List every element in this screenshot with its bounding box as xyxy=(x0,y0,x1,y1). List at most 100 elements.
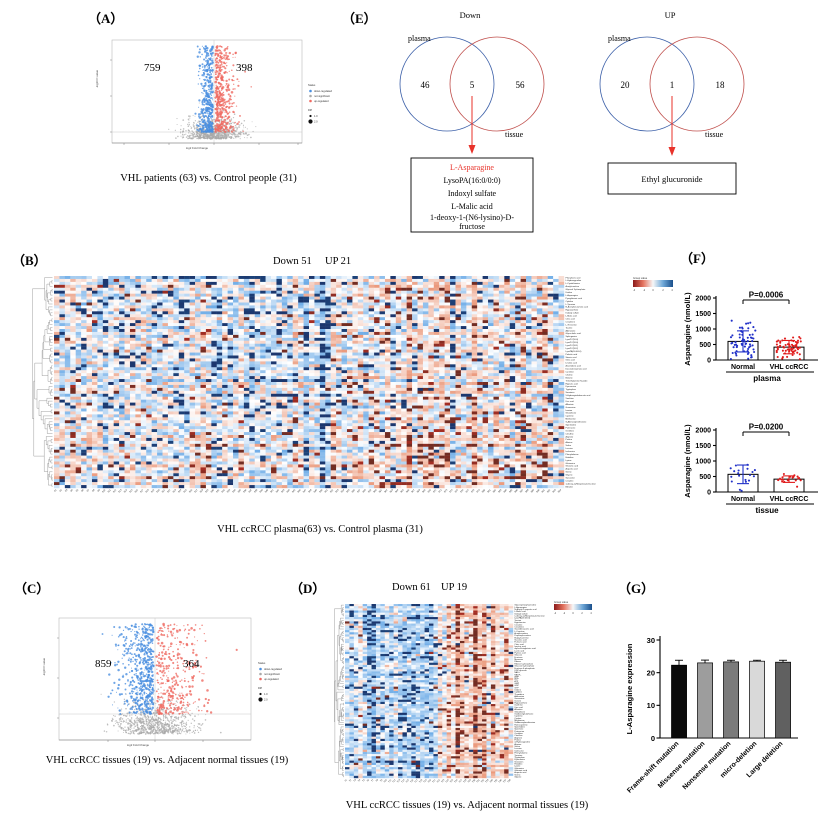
legend-a-size-1: 2.0 xyxy=(314,120,318,124)
panel-b-colorbar: Group value -4 -2 0 2 4 xyxy=(632,276,676,298)
panel-c-down-count: 859 xyxy=(95,658,112,670)
panel-c-ylabel: -log10 P-value xyxy=(42,657,46,676)
venn-down-label-plasma: plasma xyxy=(408,34,431,43)
legend-a-size-0: 1.0 xyxy=(314,114,318,118)
venn-down-item-0: L-Asparagine xyxy=(450,163,494,172)
heatmap-d-row-labels: GlycerophosphocholineL-AsparagineN-Acety… xyxy=(514,604,545,779)
volcano-a-svg xyxy=(110,39,303,145)
panel-e-letter: （E） xyxy=(342,11,377,26)
legend-c-status-1: not significant xyxy=(264,672,280,676)
panel-d-caption: VHL ccRCC tissues (19) vs. Adjacent norm… xyxy=(345,800,589,811)
venn-up-label-plasma: plasma xyxy=(608,34,631,43)
panel-b-header-up: UP 21 xyxy=(325,256,352,267)
panel-d-header-up: UP 19 xyxy=(441,582,468,593)
panel-c-volcano-plot: 859 364 log2 Fold Change -log10 P-value xyxy=(42,617,255,748)
venn-down-item-3: L-Malic acid xyxy=(451,202,493,211)
venn-down-result-box xyxy=(410,157,534,233)
panel-c-xlabel: log2 Fold Change xyxy=(127,743,150,747)
venn-down-label-tissue: tissue xyxy=(505,130,524,139)
panel-a-legend: Status down-regulated not significant up… xyxy=(308,82,350,140)
legend-c-size-title: Diff xyxy=(258,686,262,690)
venn-down-item-2: Indoxyl sulfate xyxy=(448,189,497,198)
volcano-a-points xyxy=(168,45,257,140)
venn-down-title: Down xyxy=(460,10,482,20)
panel-g-letter: （G） xyxy=(618,581,655,596)
venn-down-item-4a: 1-deoxy-1-(N6-lysino)-D- xyxy=(430,213,514,222)
legend-a-dot-down xyxy=(309,89,312,93)
venn-up-item-0: Ethyl glucuronide xyxy=(641,174,702,184)
panel-b-letter: （B） xyxy=(12,253,47,268)
heatmap-d-cells xyxy=(345,604,514,779)
colorbar-b-title: Group value xyxy=(633,276,648,280)
panel-d-header-down: Down 61 xyxy=(392,582,431,593)
panel-a-up-count: 398 xyxy=(236,62,253,74)
legend-a-svg: Status down-regulated not significant up… xyxy=(308,83,332,124)
venn-up-svg: UP plasma tissue 20 1 18 Ethyl glucuroni… xyxy=(599,10,745,195)
volcano-c-points xyxy=(100,622,238,735)
panel-e-venn-down: Down plasma tissue 46 5 56 L-Asparagine … xyxy=(375,8,565,238)
panel-c-up-count: 364 xyxy=(183,658,200,670)
venn-up-right-count: 18 xyxy=(716,80,726,90)
venn-down-intersection-count: 5 xyxy=(470,80,475,90)
legend-c-size-dot-large xyxy=(258,697,263,702)
legend-a-status-2: up-regulated xyxy=(314,99,329,103)
venn-down-circle-tissue xyxy=(449,36,545,132)
colorbar-b-gradient xyxy=(633,280,673,287)
colorbar-d-title: Group value xyxy=(554,600,569,604)
heatmap-b-cells xyxy=(54,276,565,489)
legend-a-dot-up xyxy=(309,99,312,103)
legend-c-svg: Status down-regulated not significant up… xyxy=(258,661,282,702)
panel-a-caption: VHL patients (63) vs. Control people (31… xyxy=(120,173,297,184)
heatmap-d-svg: GlycerophosphocholineL-AsparagineN-Acety… xyxy=(334,604,545,784)
panel-a-ylabel: -log10 P-value xyxy=(95,69,99,88)
venn-down-item-1: LysoPA(16:0/0:0) xyxy=(443,176,500,185)
legend-c-dot-ns xyxy=(259,672,262,676)
venn-down-item-4b: fructose xyxy=(459,222,485,231)
legend-c-status-2: up-regulated xyxy=(264,677,279,681)
panel-e-venn-up: UP plasma tissue 20 1 18 Ethyl glucuroni… xyxy=(575,8,765,208)
legend-a-size-dot-large xyxy=(308,119,313,124)
panel-b-header-down: Down 51 xyxy=(273,256,312,267)
legend-c-dot-up xyxy=(259,677,262,681)
venn-up-left-count: 20 xyxy=(621,80,631,90)
legend-c-dot-down xyxy=(259,667,262,671)
venn-up-circle-tissue xyxy=(649,36,745,132)
colorbar-d-svg: Group value -4 -2 0 2 4 xyxy=(554,600,592,615)
legend-c-status-0: down-regulated xyxy=(264,667,282,671)
heatmap-b-dendrogram xyxy=(32,277,53,487)
heatmap-d-dendrogram xyxy=(334,604,344,778)
venn-down-svg: Down plasma tissue 46 5 56 L-Asparagine … xyxy=(399,10,545,233)
legend-a-dot-ns xyxy=(309,94,312,98)
panel-a-down-count: 759 xyxy=(144,62,161,74)
legend-a-status-0: down-regulated xyxy=(314,89,332,93)
venn-up-result-box xyxy=(607,162,737,195)
volcano-a-axis-ticks xyxy=(110,59,302,145)
panel-a-volcano-plot: 759 398 log2 Fold Change -log10 P-value xyxy=(95,39,306,150)
panel-d-letter: （D） xyxy=(290,581,326,596)
panel-b-caption: VHL ccRCC plasma(63) vs. Control plasma … xyxy=(217,524,423,535)
colorbar-d-gradient xyxy=(554,604,592,610)
legend-a-size-dot-small xyxy=(309,114,312,118)
heatmap-b-svg: Phosphoric acidL-HydroxyprolineL-Cystath… xyxy=(32,276,597,494)
volcano-c-svg xyxy=(57,617,252,742)
panel-a-letter: （A） xyxy=(88,11,124,26)
legend-a-status-title: Status xyxy=(308,83,316,87)
panel-c-legend: Status down-regulated not significant up… xyxy=(258,660,300,718)
panel-a-xlabel: log2 Fold Change xyxy=(186,146,209,150)
legend-c-size-dot-small xyxy=(259,692,262,696)
legend-a-size-title: Diff xyxy=(308,108,312,112)
venn-down-arrow-head xyxy=(468,145,476,154)
heatmap-b-row-labels: Phosphoric acidL-HydroxyprolineL-Cystath… xyxy=(566,276,597,488)
legend-a-status-1: not significant xyxy=(314,94,330,98)
colorbar-b-svg: Group value -4 -2 0 2 4 xyxy=(633,276,673,292)
